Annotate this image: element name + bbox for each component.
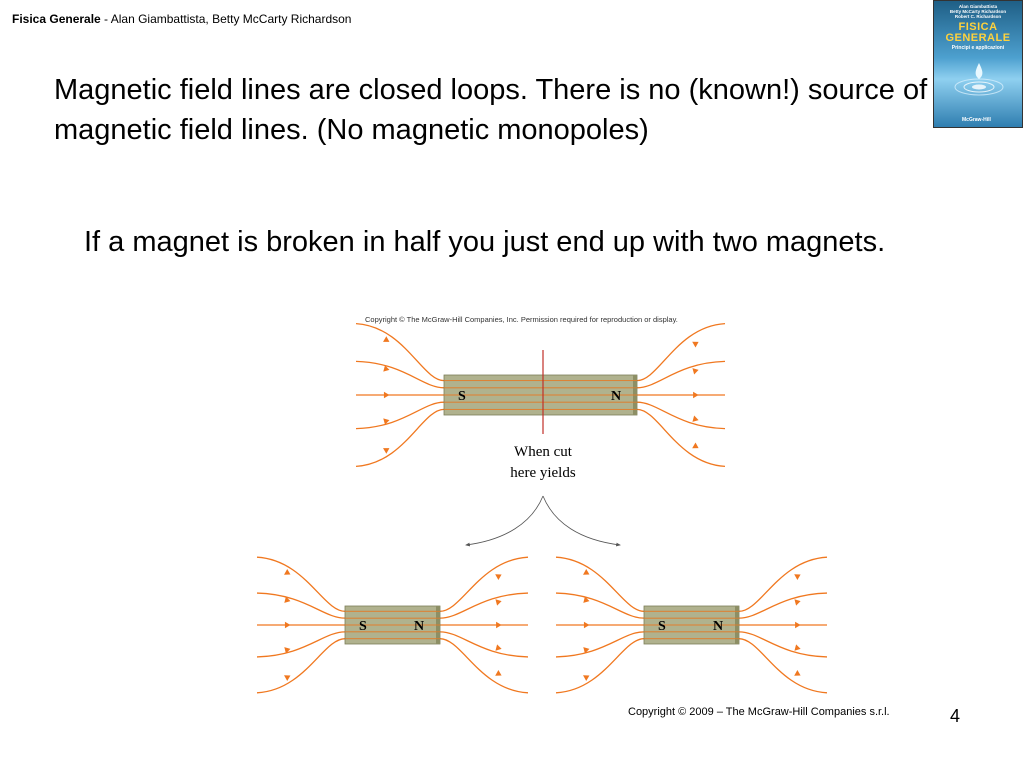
field-arrow xyxy=(794,669,801,676)
field-arrow xyxy=(794,599,801,606)
left-split-arrow xyxy=(465,495,544,547)
field-arrow xyxy=(692,442,699,449)
cover-author-1: Alan Giambattista xyxy=(958,4,998,9)
field-line xyxy=(355,401,445,430)
field-arrow xyxy=(583,621,590,629)
field-arrow xyxy=(495,599,502,606)
field-arrow xyxy=(383,365,390,372)
field-arrow xyxy=(284,647,291,654)
north-pole-label: N xyxy=(713,619,723,634)
footer-copyright: Copyright © 2009 – The McGraw-Hill Compa… xyxy=(628,706,890,718)
book-cover-image: Alan Giambattista Betty McCarty Richards… xyxy=(933,0,1023,128)
cut-caption-line2: here yields xyxy=(510,465,576,481)
figure-copyright: Copyright © The McGraw-Hill Companies, I… xyxy=(365,315,678,324)
field-arrow xyxy=(583,647,590,654)
south-pole-label: S xyxy=(658,619,666,634)
field-line xyxy=(738,592,828,619)
field-line xyxy=(555,592,645,619)
field-line xyxy=(439,631,529,658)
field-arrow xyxy=(495,644,502,651)
field-line xyxy=(738,631,828,658)
book-authors: - Alan Giambattista, Betty McCarty Richa… xyxy=(100,12,352,26)
right-split-arrow xyxy=(542,495,621,547)
field-arrow xyxy=(284,621,291,629)
field-line xyxy=(256,638,346,694)
field-line xyxy=(256,556,346,612)
field-line xyxy=(555,638,645,694)
cover-authors: Alan Giambattista Betty McCarty Richards… xyxy=(934,4,1022,19)
field-arrow xyxy=(495,574,502,581)
field-arrow xyxy=(383,448,390,454)
cover-author-3: Robert C. Richardson xyxy=(954,14,1002,19)
field-arrow xyxy=(583,568,590,575)
field-line xyxy=(738,556,828,612)
field-arrow xyxy=(794,574,801,581)
field-line xyxy=(355,408,445,468)
south-pole-label: S xyxy=(359,619,367,634)
field-arrow xyxy=(693,391,699,399)
field-line xyxy=(636,360,726,389)
cover-publisher: McGraw-Hill xyxy=(962,117,991,123)
field-line xyxy=(738,638,828,694)
magnet-cut-diagram: Copyright © The McGraw-Hill Companies, I… xyxy=(256,315,828,694)
slide-title: Magnetic field lines are closed loops. T… xyxy=(54,74,928,146)
field-arrow xyxy=(383,336,390,342)
cover-author-2: Betty McCarty Richardson xyxy=(949,9,1007,14)
cover-subtitle: Principi e applicazioni xyxy=(951,45,1005,51)
field-arrow xyxy=(284,596,291,603)
field-line xyxy=(555,631,645,658)
page-number: 4 xyxy=(950,706,961,726)
field-line xyxy=(439,556,529,612)
field-arrow xyxy=(692,341,699,348)
field-arrow xyxy=(795,621,801,629)
book-title: Fisica Generale xyxy=(12,12,101,26)
cover-title-line2: GENERALE xyxy=(945,32,1011,44)
field-arrow xyxy=(794,644,801,651)
field-arrow xyxy=(495,669,502,676)
field-arrow xyxy=(692,368,699,375)
field-line xyxy=(439,638,529,694)
field-arrow xyxy=(383,418,390,425)
north-pole-label: N xyxy=(414,619,424,634)
cover-title-line1: FISICA xyxy=(958,21,998,33)
field-arrow xyxy=(583,675,590,682)
field-arrow xyxy=(692,415,699,422)
field-line xyxy=(355,360,445,389)
field-line xyxy=(439,592,529,619)
field-line xyxy=(256,631,346,658)
field-line xyxy=(256,592,346,619)
north-pole-label: N xyxy=(611,389,621,404)
field-line xyxy=(636,408,726,468)
slide-point: If a magnet is broken in half you just e… xyxy=(84,226,886,258)
cut-caption-line1: When cut xyxy=(514,444,573,460)
field-line xyxy=(355,322,445,382)
south-pole-label: S xyxy=(458,389,466,404)
field-arrow xyxy=(496,621,502,629)
slide-header: Fisica Generale - Alan Giambattista, Bet… xyxy=(12,12,351,26)
field-arrow xyxy=(284,675,291,682)
water-drop-icon xyxy=(954,63,1004,96)
field-arrow xyxy=(383,391,390,399)
field-line xyxy=(636,401,726,430)
field-arrow xyxy=(583,596,590,603)
field-line xyxy=(636,322,726,382)
field-arrow xyxy=(284,568,291,575)
field-line xyxy=(555,556,645,612)
